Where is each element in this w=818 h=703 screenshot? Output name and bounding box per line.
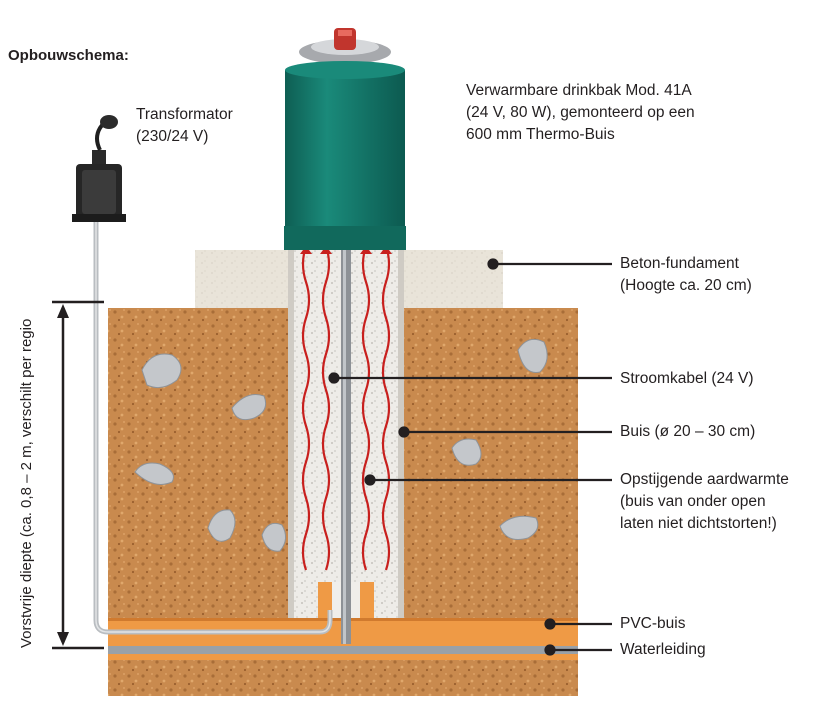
heat-arrow xyxy=(361,245,371,571)
heat-arrow xyxy=(381,245,391,571)
leader-lines xyxy=(328,258,612,656)
label-line: PVC-buis xyxy=(620,615,686,632)
label-line: Stroomkabel (24 V) xyxy=(620,370,754,387)
label-line: Opstijgende aardwarmte xyxy=(620,471,789,488)
stone xyxy=(451,438,482,466)
label-line: (Hoogte ca. 20 cm) xyxy=(620,277,752,294)
transformator xyxy=(72,115,126,222)
thermo-buis-wall-left xyxy=(288,248,294,618)
stone xyxy=(261,522,286,552)
stone xyxy=(517,338,548,374)
heat-arrows xyxy=(301,245,391,571)
label-waterleiding: Waterleiding xyxy=(620,639,706,661)
soil-bottom-strip xyxy=(108,660,578,696)
stroomkabel-highlight xyxy=(343,248,346,644)
depth-dimension xyxy=(52,300,104,650)
label-drinkbak: Verwarmbare drinkbak Mod. 41A (24 V, 80 … xyxy=(466,80,695,146)
heat-arrow xyxy=(321,245,331,571)
stone xyxy=(141,353,182,389)
waterleiding-core xyxy=(108,646,578,654)
label-line: Buis (ø 20 – 30 cm) xyxy=(620,423,756,440)
label-line: (24 V, 80 W), gemonteerd op een xyxy=(466,104,695,121)
drinkbak xyxy=(284,28,406,250)
stone xyxy=(207,509,236,542)
page-title: Opbouwschema: xyxy=(8,47,129,64)
heat-arrow xyxy=(301,245,311,571)
stone xyxy=(134,462,174,485)
label-line: Transformator xyxy=(136,106,233,123)
label-line: 600 mm Thermo-Buis xyxy=(466,126,615,143)
stone xyxy=(499,515,539,540)
label-vorstvrije-diepte: Vorstvrije diepte (ca. 0,8 – 2 m, versch… xyxy=(18,318,35,648)
label-line: laten niet dichtstorten!) xyxy=(620,515,777,532)
label-aardwarmte: Opstijgende aardwarmte (buis van onder o… xyxy=(620,469,789,535)
label-line: Waterleiding xyxy=(620,641,706,658)
label-beton-fundament: Beton-fundament (Hoogte ca. 20 cm) xyxy=(620,253,752,297)
label-line: (buis van onder open xyxy=(620,493,766,510)
label-buis: Buis (ø 20 – 30 cm) xyxy=(620,421,755,443)
label-line: Beton-fundament xyxy=(620,255,739,272)
label-transformator: Transformator (230/24 V) xyxy=(136,104,233,148)
transformer-cable-core xyxy=(95,222,331,633)
stones xyxy=(134,338,548,552)
stone xyxy=(231,394,267,421)
label-line: Verwarmbare drinkbak Mod. 41A xyxy=(466,82,692,99)
label-pvc-buis: PVC-buis xyxy=(620,613,685,635)
label-stroomkabel: Stroomkabel (24 V) xyxy=(620,368,754,390)
label-line: (230/24 V) xyxy=(136,128,209,145)
